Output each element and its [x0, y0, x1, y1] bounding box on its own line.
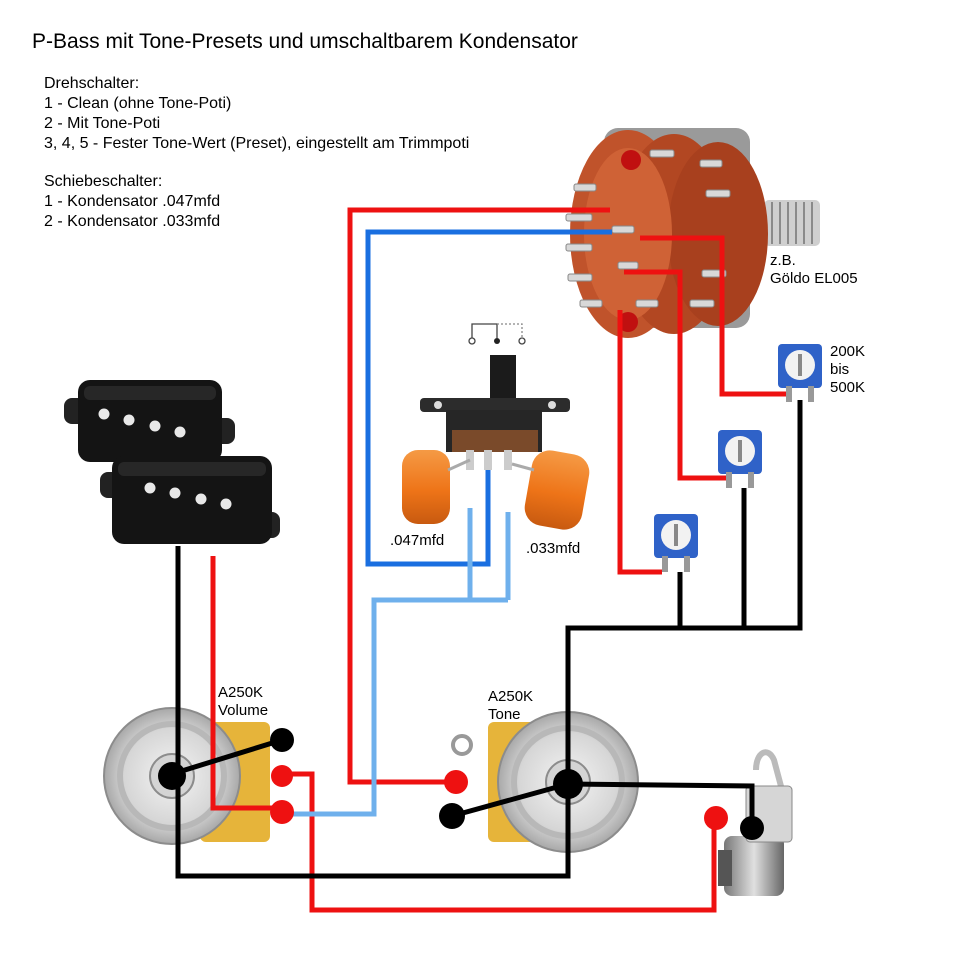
- slide-switch-line: 1 - Kondensator .047mfd: [44, 193, 221, 210]
- pickup-lower: [100, 456, 280, 544]
- slide-switch-heading: Schiebeschalter:: [44, 173, 163, 190]
- wire-rotary-to-tone: [347, 207, 610, 785]
- wire-tone-to-jack: [567, 781, 755, 828]
- wire-tone-wiper: [451, 781, 569, 819]
- page-title: P-Bass mit Tone-Presets und umschaltbare…: [32, 30, 578, 53]
- pickup-upper: [64, 380, 235, 462]
- trimpot-3: [654, 514, 698, 572]
- wire-caps-to-volume: [282, 597, 508, 817]
- wire-rotary-to-trimpot-2: [624, 269, 726, 481]
- trimpot-range-label-3: 500K: [830, 379, 866, 396]
- wire-volume-to-jack: [282, 771, 717, 913]
- wire-rotary-blue: [365, 229, 612, 567]
- volume-pot: [103, 707, 270, 845]
- rotary-switch-line: 3, 4, 5 - Fester Tone-Wert (Preset), ein…: [44, 135, 470, 152]
- slide-switch-notes: Schiebeschalter: 1 - Kondensator .047mfd…: [44, 172, 220, 232]
- rotary-switch-line: 2 - Mit Tone-Poti: [44, 115, 161, 132]
- wire-trimpot-bus: [565, 400, 803, 782]
- trimpot-2: [718, 430, 762, 488]
- wire-rotary-to-trimpot-3: [617, 310, 662, 575]
- rotary-example-label-2: Göldo EL005: [770, 270, 858, 287]
- slide-switch-symbol: [468, 323, 526, 345]
- trimpot-range-label-1: 200K: [830, 343, 866, 360]
- capacitor-047-label: .047mfd: [390, 532, 445, 549]
- slide-switch-line: 2 - Kondensator .033mfd: [44, 213, 221, 230]
- wire-rotary-to-trimpot-1: [640, 235, 786, 397]
- slide-switch: [420, 355, 570, 470]
- capacitor-047: [402, 450, 471, 524]
- rotary-switch-notes: Drehschalter: 1 - Clean (ohne Tone-Poti)…: [44, 74, 469, 154]
- volume-pot-label-2: Volume: [218, 702, 269, 719]
- wire-pickup-ground: [175, 546, 571, 879]
- wire-volume-wiper: [171, 737, 283, 777]
- rotary-switch: [565, 128, 820, 338]
- solder-points: [158, 728, 764, 840]
- capacitor-033: [511, 450, 590, 530]
- trimpot-1: [778, 344, 822, 402]
- wire-pickup-hot: [210, 556, 280, 811]
- trimpot-range-label-2: bis: [830, 361, 850, 378]
- tone-pot-label-1: A250K: [488, 688, 534, 705]
- rotary-example-label-1: z.B.: [770, 252, 796, 269]
- output-jack: [718, 749, 793, 896]
- capacitor-033-label: .033mfd: [526, 540, 581, 557]
- tone-pot-label-2: Tone: [488, 706, 521, 723]
- rotary-switch-heading: Drehschalter:: [44, 75, 140, 92]
- volume-pot-label-1: A250K: [218, 684, 264, 701]
- wires: [171, 207, 803, 913]
- rotary-switch-line: 1 - Clean (ohne Tone-Poti): [44, 95, 232, 112]
